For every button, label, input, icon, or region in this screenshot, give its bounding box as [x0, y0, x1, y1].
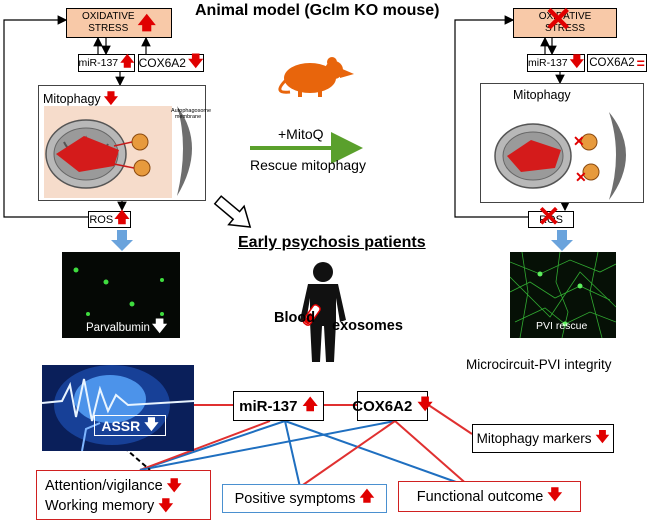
- blood-tube-icon: [302, 304, 321, 326]
- left-ox-line1: OXIDATIVE: [81, 11, 135, 22]
- hollow-arrow: [213, 195, 252, 228]
- right-mir137-box: miR-137 🡇: [527, 53, 585, 72]
- left-mitophagy-title: Mitophagy🡇: [43, 90, 119, 106]
- right-ox-line1: OXIDATIVE: [538, 11, 592, 22]
- down-arrow-icon: 🡇: [103, 90, 119, 106]
- mitophagy-markers-label: Mitophagy markers: [476, 431, 592, 446]
- left-mir137-label: miR-137: [78, 57, 119, 69]
- positive-symptoms-box: Positive symptoms 🡅: [222, 484, 387, 513]
- right-cox6a2-label: COX6A2: [589, 57, 635, 69]
- microcircuit-label: Microcircuit-PVI integrity: [466, 357, 612, 372]
- equal-sign-icon: =: [636, 55, 645, 71]
- functional-outcome-box: Functional outcome 🡇: [398, 481, 581, 512]
- parvalbumin-label: Parvalbumin🡇: [86, 318, 168, 335]
- svg-text:✕: ✕: [575, 169, 587, 185]
- left-parvalbumin-image: Parvalbumin🡇: [62, 252, 180, 338]
- line-cox-positive: [299, 420, 396, 488]
- line-mir-positive: [284, 420, 301, 488]
- autophagosome-label: Autophagosome membrane: [171, 108, 212, 120]
- mitoq-label: +MitoQ: [278, 126, 324, 142]
- cross-icon: ✕: [544, 1, 573, 39]
- right-mitophagy-panel: Mitophagy ✕ ✕: [480, 83, 644, 203]
- pvi-rescue-label: PVI rescue: [536, 320, 588, 332]
- up-arrow-icon: 🡅: [120, 53, 135, 69]
- left-feedback-line: [3, 15, 88, 218]
- autophagosome-membrane-icon: [177, 106, 192, 196]
- right-feedback-line: [454, 15, 528, 218]
- left-ros-box: ROS 🡅: [88, 209, 131, 228]
- line-mir-functional: [284, 420, 471, 488]
- right-blue-arrow: [551, 230, 573, 251]
- line-mir-attention2: [139, 420, 271, 471]
- left-ros-label: ROS: [89, 213, 114, 226]
- bottom-cox6a2-box: COX6A2 🡇: [352, 391, 433, 421]
- brain-eeg-image: ASSR 🡇: [42, 365, 194, 451]
- right-mitophagy-title: Mitophagy: [513, 88, 571, 102]
- right-oxidative-stress-box: OXIDATIVE STRESS: [513, 8, 617, 38]
- left-blue-arrow: [111, 230, 133, 251]
- working-memory-line: Working memory🡇: [45, 498, 174, 514]
- up-arrow-icon: 🡅: [302, 395, 318, 413]
- right-ros-box: ROS: [528, 211, 574, 228]
- down-arrow-icon: 🡇: [569, 53, 585, 69]
- up-arrow-icon: 🡅: [114, 209, 130, 226]
- right-ros-label: ROS: [539, 213, 563, 226]
- attention-line: Attention/vigilance🡇: [45, 478, 182, 494]
- down-arrow-icon: 🡇: [187, 52, 204, 70]
- down-arrow-icon: 🡇: [595, 429, 610, 444]
- pvi-network-icon: [510, 252, 616, 338]
- functional-outcome-label: Functional outcome: [416, 488, 544, 505]
- cognition-box: Attention/vigilance🡇 Working memory🡇: [36, 470, 211, 520]
- bottom-mir137-label: miR-137: [239, 397, 298, 415]
- svg-text:✕: ✕: [573, 133, 585, 149]
- title-animal-model: Animal model (Gclm KO mouse): [195, 2, 440, 19]
- down-arrow-icon: 🡇: [417, 395, 433, 413]
- positive-symptoms-label: Positive symptoms: [234, 490, 356, 507]
- rescue-mitophagy-label: Rescue mitophagy: [250, 157, 366, 173]
- down-arrow-icon: 🡇: [144, 415, 159, 432]
- pvi-cells-icon: [73, 267, 164, 316]
- title-early-psychosis: Early psychosis patients: [238, 234, 426, 251]
- bottom-cox6a2-label: COX6A2: [352, 397, 413, 415]
- left-cox6a2-box: COX6A2 🡇: [138, 53, 204, 72]
- assr-box: ASSR 🡇: [94, 415, 166, 436]
- up-arrow-icon: 🡅: [137, 13, 157, 33]
- right-cell-illustration: ✕ ✕: [494, 112, 626, 200]
- left-ox-line2: STRESS: [88, 23, 129, 34]
- down-arrow-icon: 🡇: [547, 487, 563, 503]
- mitochondria-icon: [45, 119, 151, 189]
- right-ox-line2: STRESS: [544, 23, 585, 34]
- left-oxidative-stress-box: OXIDATIVE STRESS 🡅: [66, 8, 172, 38]
- down-arrow-icon: 🡇: [151, 318, 168, 335]
- cross-icon: ✕: [537, 201, 561, 232]
- brain-head-icon: [42, 365, 194, 451]
- left-mitophagy-panel: Mitophagy🡇 Autophagosome membrane: [38, 85, 212, 201]
- mitophagy-markers-box: Mitophagy markers 🡇: [472, 424, 614, 453]
- left-mir137-box: miR-137 🡅: [78, 53, 135, 72]
- right-cox6a2-box: COX6A2 =: [587, 54, 647, 72]
- right-pvi-image: PVI rescue: [510, 252, 616, 338]
- blood-label: Blood: [274, 310, 316, 326]
- left-cell-illustration: [44, 106, 172, 198]
- down-arrow-icon: 🡇: [166, 478, 182, 494]
- line-cox-mito: [426, 403, 473, 435]
- up-arrow-icon: 🡅: [359, 489, 375, 505]
- bottom-mir137-box: miR-137 🡅: [233, 391, 324, 421]
- line-cox-functional: [394, 420, 471, 488]
- exosomes-label: exosomes: [332, 318, 403, 334]
- right-mir137-label: miR-137: [527, 57, 568, 69]
- down-arrow-icon: 🡇: [158, 498, 174, 514]
- left-cox6a2-label: COX6A2: [138, 56, 186, 70]
- line-cox-attention: [139, 420, 396, 471]
- assr-label: ASSR: [101, 417, 141, 434]
